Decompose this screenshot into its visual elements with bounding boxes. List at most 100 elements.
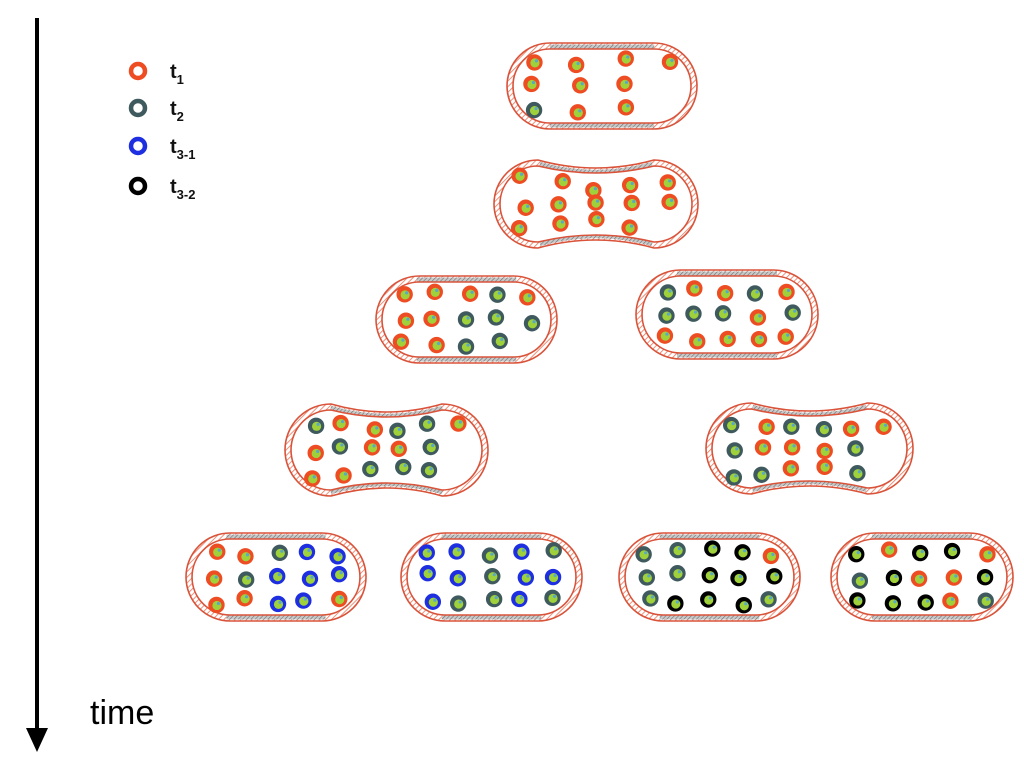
particle-t2 bbox=[784, 304, 801, 321]
particle-t1 bbox=[304, 470, 321, 487]
particle-t2 bbox=[523, 315, 541, 332]
particle-t1 bbox=[208, 596, 225, 614]
particle-t1 bbox=[450, 415, 467, 432]
particle-t1 bbox=[554, 173, 571, 190]
particle-t2 bbox=[753, 466, 770, 483]
legend-sub-t3-1: 3-1 bbox=[177, 147, 196, 162]
particle-t1 bbox=[875, 418, 892, 435]
particle-t2 bbox=[395, 458, 412, 476]
particle-t3-2 bbox=[735, 597, 752, 614]
legend-label-t2: t bbox=[170, 98, 177, 120]
cell-band-top bbox=[416, 277, 517, 282]
particle-t3-2 bbox=[848, 545, 865, 563]
particle-t2 bbox=[420, 462, 438, 479]
particle-t2 bbox=[491, 332, 508, 350]
legend-label-t3-1: t bbox=[170, 136, 177, 158]
legend-sub-t2: 2 bbox=[177, 109, 184, 124]
particle-t3-2 bbox=[701, 567, 718, 584]
cell-band-bottom bbox=[871, 615, 973, 620]
particle-t1 bbox=[777, 328, 794, 345]
particle-t3-1 bbox=[301, 570, 319, 587]
particle-t2 bbox=[481, 547, 499, 564]
legend-item-t3-2: t3-2 bbox=[128, 176, 195, 202]
particle-t2 bbox=[977, 592, 994, 609]
legend-item-t1: t1 bbox=[128, 61, 184, 87]
cell-band-top bbox=[659, 534, 760, 539]
particle-t2 bbox=[847, 440, 864, 457]
particle-t3-2 bbox=[917, 594, 934, 611]
cell-band-top bbox=[549, 44, 655, 49]
particle-t2 bbox=[457, 311, 475, 328]
particle-t1 bbox=[979, 546, 996, 563]
particle-t1 bbox=[205, 570, 223, 587]
particle-t1 bbox=[661, 53, 679, 71]
cell-band-bottom bbox=[751, 479, 868, 493]
particle-t1 bbox=[363, 439, 381, 456]
particle-t1 bbox=[572, 77, 589, 94]
particle-t3-1 bbox=[424, 593, 442, 610]
legend-item-t3-1: t3-1 bbox=[128, 136, 195, 162]
svg-text:t3-1: t3-1 bbox=[170, 136, 195, 162]
particle-t2 bbox=[851, 572, 869, 589]
particle-t1 bbox=[331, 590, 348, 608]
particle-t3-1 bbox=[544, 568, 562, 586]
particle-t1 bbox=[621, 176, 639, 194]
particle-t1 bbox=[510, 219, 528, 237]
particle-t2 bbox=[669, 541, 686, 559]
particle-t1 bbox=[842, 420, 860, 437]
particle-t2 bbox=[669, 565, 686, 582]
particle-t1 bbox=[236, 590, 253, 607]
particle-t1 bbox=[237, 548, 254, 565]
particle-t3-2 bbox=[849, 592, 866, 609]
particle-t3-1 bbox=[269, 567, 286, 585]
particle-t1 bbox=[423, 310, 440, 327]
time-arrow-head bbox=[26, 728, 48, 752]
particle-t1 bbox=[332, 414, 349, 432]
time-axis-label: time bbox=[90, 694, 154, 732]
particle-t1 bbox=[942, 592, 959, 609]
cell bbox=[185, 532, 367, 622]
particle-t1 bbox=[616, 75, 633, 93]
particle-t2 bbox=[658, 307, 675, 324]
particle-t1 bbox=[719, 330, 736, 348]
particle-t1 bbox=[567, 56, 585, 74]
particle-t1 bbox=[880, 541, 898, 558]
particle-t3-1 bbox=[419, 564, 436, 582]
cell bbox=[493, 159, 699, 249]
particle-t1 bbox=[750, 330, 768, 348]
particle-t1 bbox=[552, 215, 569, 232]
particle-t2 bbox=[307, 417, 325, 435]
particle-t3-1 bbox=[511, 590, 528, 608]
particle-t2 bbox=[362, 460, 379, 478]
cell-band-bottom bbox=[226, 615, 326, 620]
particle-t3-1 bbox=[517, 569, 535, 586]
cell-band-bottom bbox=[330, 481, 443, 495]
particle-t2 bbox=[418, 415, 436, 432]
legend-sub-t1: 1 bbox=[177, 72, 184, 87]
cells-layer bbox=[185, 42, 1014, 622]
cell-band-top bbox=[751, 404, 868, 418]
particle-t2 bbox=[685, 305, 702, 322]
particle-t1 bbox=[519, 289, 536, 306]
particle-t2 bbox=[815, 420, 833, 438]
particle-t2 bbox=[457, 338, 475, 355]
cell bbox=[618, 532, 801, 622]
particle-t3-2 bbox=[667, 595, 684, 612]
particle-t2 bbox=[489, 286, 506, 303]
particle-t1 bbox=[754, 439, 772, 456]
particle-t3-1 bbox=[330, 566, 348, 583]
particle-t1 bbox=[526, 54, 543, 71]
particle-t2 bbox=[525, 101, 543, 119]
particle-t3-2 bbox=[912, 544, 929, 562]
particle-t1 bbox=[523, 75, 540, 93]
particle-t2 bbox=[726, 442, 743, 459]
particle-t3-1 bbox=[298, 543, 316, 561]
particle-t2 bbox=[485, 590, 503, 608]
particle-t1 bbox=[588, 210, 605, 228]
particle-t1 bbox=[716, 285, 734, 302]
particle-t1 bbox=[335, 467, 352, 484]
particle-t2 bbox=[725, 469, 743, 486]
particle-t3-1 bbox=[448, 543, 465, 560]
particle-t1 bbox=[816, 442, 833, 460]
